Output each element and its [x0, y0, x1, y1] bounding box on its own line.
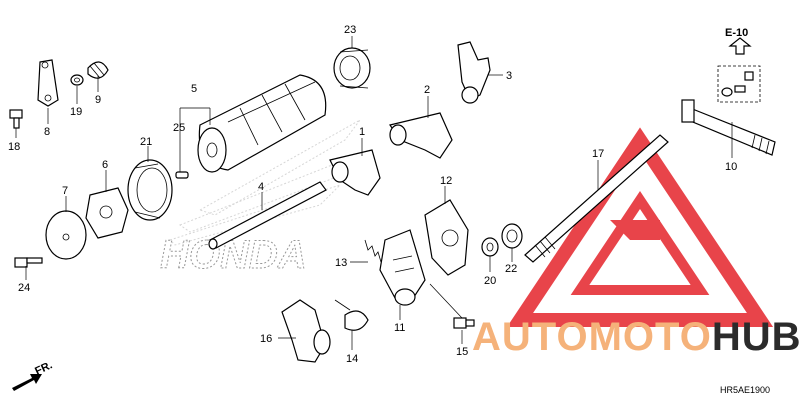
label-part-22: 22 [505, 263, 517, 275]
part-1-shift-fork [329, 149, 381, 196]
part-6-cam-plate [85, 187, 129, 239]
diagram-code: HR5AE1900 [720, 385, 770, 395]
watermark-text-automoto: AUTOMOTOHUB [472, 315, 800, 359]
watermark-triangle-logo [506, 127, 774, 327]
label-part-11: 11 [394, 322, 405, 334]
label-part-15: 15 [456, 346, 468, 358]
part-12-plate [424, 199, 469, 276]
part-4-fork-shaft [208, 181, 327, 250]
label-part-9: 9 [95, 94, 101, 106]
part-11-shift-arm [379, 229, 426, 306]
front-direction-arrow [12, 374, 42, 391]
label-part-19: 19 [70, 106, 82, 118]
label-part-17: 17 [592, 148, 604, 160]
part-7-disc [45, 210, 87, 260]
part-17-shift-shaft [524, 134, 669, 263]
part-9-spring [87, 61, 109, 79]
part-21-bearing [127, 159, 173, 221]
part-16-lever [281, 299, 331, 363]
label-part-23: 23 [344, 24, 356, 36]
part-18-bolt [9, 109, 23, 129]
label-part-3: 3 [506, 70, 512, 82]
label-part-25: 25 [173, 122, 185, 134]
label-part-18: 18 [8, 141, 20, 153]
label-part-24: 24 [18, 282, 30, 294]
part-23-bearing [333, 47, 371, 89]
part-20-washer [481, 237, 499, 257]
label-part-20-b: 20 [484, 275, 496, 287]
label-part-5: 5 [191, 83, 197, 95]
part-5-shift-drum [197, 74, 327, 173]
part-15-pin-bolt [453, 317, 475, 329]
front-direction-label: FR. [33, 359, 54, 377]
label-part-7: 7 [62, 185, 68, 197]
part-14-spring [334, 299, 369, 331]
label-part-2: 2 [424, 84, 430, 96]
part-8-stopper-arm [37, 59, 59, 107]
label-part-6: 6 [102, 159, 108, 171]
part-2-shift-fork [389, 112, 453, 159]
part-10-shift-spindle [681, 99, 776, 156]
label-part-8: 8 [44, 126, 50, 138]
label-part-21: 21 [140, 136, 152, 148]
part-13-spring [364, 239, 382, 263]
label-part-16: 16 [260, 333, 272, 345]
label-part-10: 10 [725, 161, 737, 173]
part-25-pin [175, 171, 189, 179]
label-part-12: 12 [440, 175, 452, 187]
ref-e10-box [717, 37, 761, 103]
label-part-13: 13 [335, 257, 347, 269]
part-22-seal [501, 223, 523, 249]
ref-e10-label: E-10 [725, 27, 748, 39]
part-24-bolt [14, 257, 43, 268]
honda-logo-text: HONDA [160, 233, 307, 277]
label-part-14: 14 [346, 353, 358, 365]
part-19-washer [70, 74, 84, 86]
label-part-1: 1 [359, 126, 365, 138]
label-part-4: 4 [258, 181, 264, 193]
part-3-shift-fork [457, 41, 491, 104]
leader-lines [15, 36, 733, 350]
